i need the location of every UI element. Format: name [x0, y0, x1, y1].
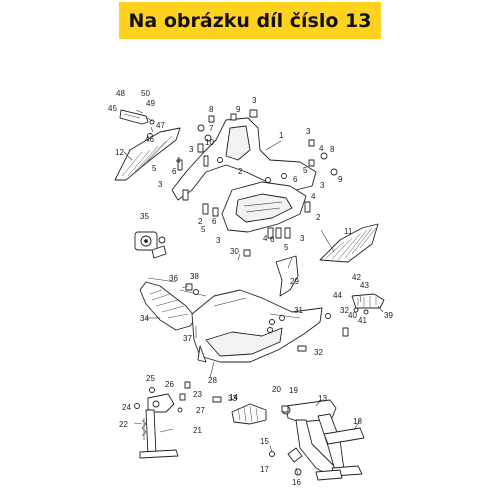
callout-50: 50	[141, 89, 150, 98]
callout-22: 22	[119, 420, 128, 429]
callout-41: 41	[358, 316, 367, 325]
callout-16: 16	[292, 478, 301, 487]
callout-4: 4	[311, 192, 316, 201]
callout-3: 3	[252, 96, 257, 105]
callout-11: 11	[344, 227, 353, 236]
callout-8: 8	[209, 105, 214, 114]
callout-19: 19	[289, 386, 298, 395]
callout-17: 17	[260, 465, 269, 474]
callout-27: 27	[196, 406, 205, 415]
callout-36: 36	[169, 274, 178, 283]
right-side-cover-part	[319, 223, 379, 263]
left-side-cover-part	[114, 127, 181, 181]
callout-3: 3	[320, 181, 325, 190]
callout-labels: 1 2 2 2 3 3 3 3 3 3 3 4 4 4 4 5 5 5 5 6 …	[108, 89, 393, 487]
callout-37: 37	[183, 334, 192, 343]
callout-49: 49	[146, 99, 155, 108]
callout-46: 46	[145, 135, 154, 144]
callout-2: 2	[316, 213, 321, 222]
callout-23: 23	[193, 390, 202, 399]
callout-30: 30	[230, 247, 239, 256]
callout-5: 5	[303, 166, 308, 175]
main-stand-part	[231, 399, 363, 481]
callout-12: 12	[115, 148, 124, 157]
callout-3: 3	[306, 127, 311, 136]
bracket-29-part	[275, 255, 299, 297]
callout-9: 9	[338, 175, 343, 184]
lower-under-cover-part	[191, 289, 323, 363]
rod-36-37-part	[179, 283, 207, 297]
callout-13: 13	[318, 394, 327, 403]
callout-2: 2	[198, 217, 203, 226]
callout-5: 5	[201, 225, 206, 234]
title-banner: Na obrázku díl číslo 13	[119, 2, 381, 39]
callout-21: 21	[193, 426, 202, 435]
callout-14: 14	[229, 393, 238, 402]
callout-1: 1	[279, 131, 284, 140]
callout-45: 45	[108, 104, 117, 113]
callout-6: 6	[293, 175, 298, 184]
callout-29: 29	[290, 277, 299, 286]
callout-5: 5	[152, 164, 157, 173]
callout-25: 25	[146, 374, 155, 383]
callout-10: 10	[205, 138, 214, 147]
ignition-switch-part	[134, 231, 167, 259]
upper-body-frame-part	[171, 117, 317, 233]
callout-9: 9	[236, 105, 241, 114]
callout-40: 40	[348, 311, 357, 320]
callout-32: 32	[314, 348, 323, 357]
callout-32: 32	[340, 306, 349, 315]
hardware-fasteners	[134, 109, 349, 457]
stand-rod-part	[323, 427, 365, 445]
callout-42: 42	[352, 273, 361, 282]
callout-18: 18	[353, 417, 362, 426]
callout-20: 20	[272, 385, 281, 394]
callout-3: 3	[300, 234, 305, 243]
callout-2: 2	[238, 167, 243, 176]
callout-8: 8	[330, 145, 335, 154]
callout-47: 47	[156, 121, 165, 130]
callout-3: 3	[189, 145, 194, 154]
callout-43: 43	[360, 281, 369, 290]
side-stand-part	[139, 393, 183, 459]
callout-33: 33	[228, 394, 237, 403]
callout-5: 5	[284, 243, 289, 252]
callout-34: 34	[140, 314, 149, 323]
callout-48: 48	[116, 89, 125, 98]
callout-39: 39	[384, 311, 393, 320]
callout-7: 7	[209, 124, 214, 133]
callout-28: 28	[208, 376, 217, 385]
callout-35: 35	[140, 212, 149, 221]
callout-6: 6	[172, 167, 177, 176]
callout-6: 6	[270, 235, 275, 244]
callout-26: 26	[165, 380, 174, 389]
callout-4: 4	[263, 234, 268, 243]
leader-lines	[123, 109, 384, 475]
callout-4: 4	[319, 144, 324, 153]
callout-24: 24	[122, 403, 131, 412]
callout-38: 38	[190, 272, 199, 281]
callout-15: 15	[260, 437, 269, 446]
callout-4: 4	[176, 156, 181, 165]
callout-3: 3	[216, 236, 221, 245]
callout-31: 31	[294, 306, 303, 315]
callout-3: 3	[158, 180, 163, 189]
callout-6: 6	[212, 217, 217, 226]
title-text: Na obrázku díl číslo 13	[128, 9, 372, 32]
callout-44: 44	[333, 291, 342, 300]
